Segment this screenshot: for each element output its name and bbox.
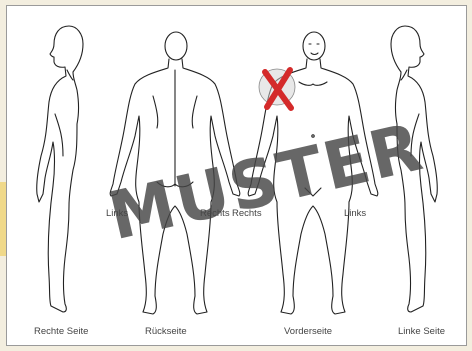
body-chart-frame: Links Rechts Rechts Links Rechte Seite R… [6, 5, 467, 346]
caption-front: Vorderseite [284, 326, 332, 337]
caption-left-side: Linke Seite [398, 326, 445, 337]
caption-right-side: Rechte Seite [34, 326, 88, 337]
front-left-label: Links [344, 208, 366, 219]
caption-back: Rückseite [145, 326, 187, 337]
x-mark-icon [259, 69, 295, 108]
figure-right-side-view [37, 26, 83, 312]
